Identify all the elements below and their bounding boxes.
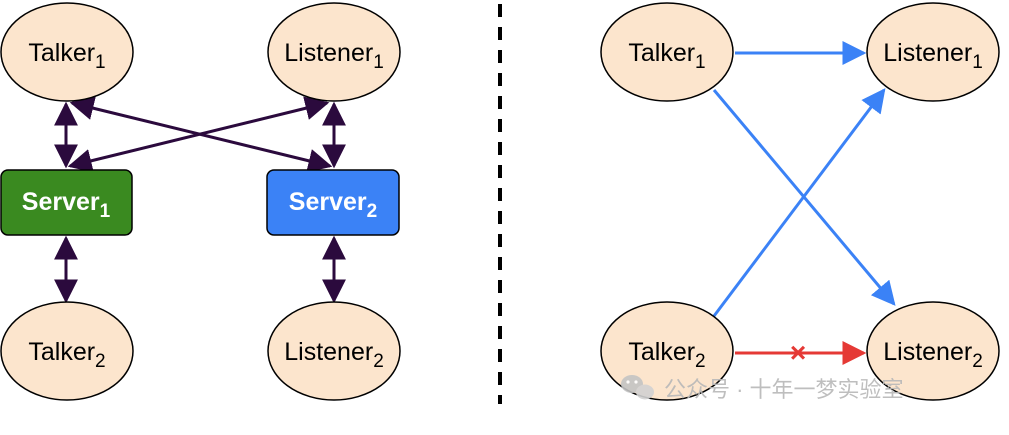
svg-text:Server1: Server1 [22, 188, 111, 222]
node-label: Listener [284, 39, 373, 67]
node-subscript: 2 [972, 351, 983, 372]
svg-text:Talker1: Talker1 [28, 39, 105, 73]
node-listener2-right: Listener2 [866, 301, 1000, 401]
watermark-text: 公众号 · 十年一梦实验室 [664, 377, 904, 402]
wechat-icon [621, 375, 654, 400]
node-talker1-left: Talker1 [0, 2, 134, 102]
node-subscript: 1 [95, 52, 106, 73]
node-server1: Server1 [0, 169, 133, 236]
svg-text:Listener2: Listener2 [284, 338, 384, 372]
node-subscript: 2 [373, 351, 384, 372]
right-diagram: × Talker1 Listener1 Talker2 Listener2 [600, 2, 1000, 401]
svg-text:Listener1: Listener1 [284, 39, 384, 73]
node-subscript: 1 [695, 52, 706, 73]
watermark: 公众号 · 十年一梦实验室 [621, 375, 904, 402]
node-label: Listener [883, 338, 972, 366]
node-listener1-left: Listener1 [267, 2, 401, 102]
svg-text:Server2: Server2 [289, 188, 377, 222]
node-label: Talker [628, 338, 695, 366]
svg-text:Talker2: Talker2 [628, 338, 705, 372]
node-subscript: 2 [95, 351, 106, 372]
node-label: Talker [28, 338, 95, 366]
server-subscript: 1 [100, 201, 111, 222]
node-label: Listener [883, 39, 972, 67]
node-label: Talker [28, 39, 95, 67]
svg-text:Listener2: Listener2 [883, 338, 983, 372]
svg-text:Listener1: Listener1 [883, 39, 983, 73]
node-talker1-right: Talker1 [600, 2, 734, 102]
left-diagram: Talker1 Listener1 Server1 Server2 Talker… [0, 2, 401, 401]
node-subscript: 1 [972, 52, 983, 73]
node-label: Listener [284, 338, 373, 366]
edge-listener1-server1 [67, 96, 330, 173]
node-listener1-right: Listener1 [866, 2, 1000, 102]
node-listener2-left: Listener2 [267, 301, 401, 401]
blocked-mark: × [790, 337, 806, 368]
node-subscript: 2 [695, 351, 706, 372]
node-server2: Server2 [266, 169, 400, 236]
server-subscript: 2 [367, 201, 378, 222]
node-talker2-left: Talker2 [0, 301, 134, 401]
server-label: Server [289, 188, 367, 216]
node-subscript: 1 [373, 52, 384, 73]
svg-text:Talker2: Talker2 [28, 338, 105, 372]
node-label: Talker [628, 39, 695, 67]
server-label: Server [22, 188, 100, 216]
svg-text:Talker1: Talker1 [628, 39, 705, 73]
edge-talker2-listener1 [712, 88, 886, 317]
